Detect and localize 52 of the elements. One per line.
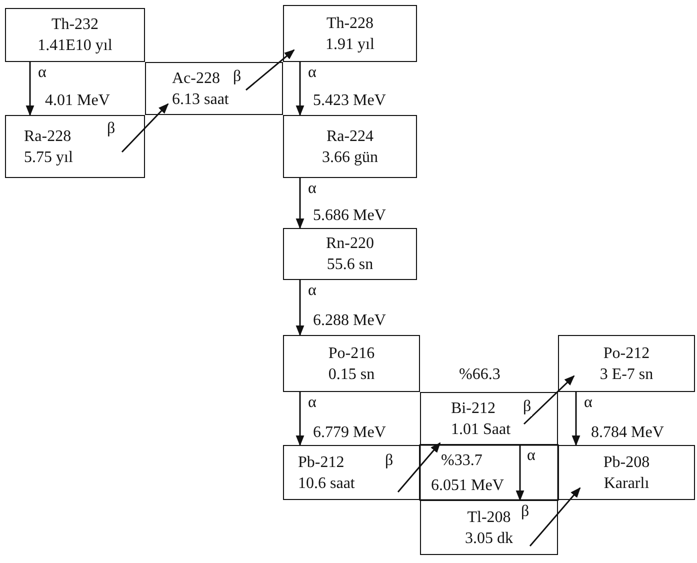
half-life-text: 55.6 sn: [326, 255, 374, 275]
half-life-text: 6.13 saat: [172, 90, 229, 110]
nuclide-name: Po-212: [603, 344, 650, 364]
nuclide-box: [283, 5, 417, 62]
nuclide-name: Th-228: [326, 14, 374, 34]
half-life-text: 0.15 sn: [328, 364, 375, 384]
half-life-text: 3 E-7 sn: [600, 364, 654, 384]
nuclide-box: [420, 500, 558, 555]
decay-arrow: [572, 392, 580, 446]
decay-arrow: [296, 62, 304, 116]
decay-arrow: [296, 280, 304, 336]
nuclide-box: [145, 62, 283, 115]
nuclide-name: Tl-208: [467, 508, 511, 528]
nuclide-box: [558, 335, 695, 392]
nuclide-name: Po-216: [328, 344, 375, 364]
nuclide-box: [283, 228, 417, 280]
nuclide-box: [283, 335, 420, 392]
edge-label: β: [232, 68, 242, 86]
nuclide-name: Pb-208: [603, 452, 650, 472]
nuclide-name: Rn-220: [326, 234, 374, 254]
beta-decay-arrow: [121, 103, 169, 153]
nuclide-box: [420, 392, 558, 445]
nuclide-box: [283, 445, 420, 500]
nuclide-name: Ra-224: [326, 126, 374, 146]
decay-arrow: [296, 392, 304, 446]
beta-decay-arrow: [529, 487, 581, 546]
nuclide-box: [558, 445, 695, 500]
half-life-text: 1.01 Saat: [451, 420, 511, 440]
nuclide-box: [283, 115, 417, 178]
nuclide-box: [5, 8, 145, 62]
edge-label: β: [522, 398, 532, 416]
nuclide-name: Th-232: [51, 15, 99, 35]
half-life-text: 5.75 yıl: [24, 148, 73, 168]
decay-arrow: [26, 62, 34, 116]
half-life-text: Kararlı: [604, 474, 650, 494]
beta-decay-arrow: [397, 442, 441, 492]
half-life-text: 1.91 yıl: [326, 34, 374, 54]
half-life-text: 3.66 gün: [322, 148, 378, 168]
half-life-text: 3.05 dk: [465, 528, 513, 548]
decay-arrow: [296, 178, 304, 230]
edge-label: β: [106, 120, 116, 138]
edge-label: β: [520, 503, 530, 521]
nuclide-name: Ra-228: [24, 126, 72, 146]
beta-decay-arrow: [523, 375, 575, 425]
edge-label: β: [384, 452, 394, 470]
nuclide-name: Bi-212: [451, 398, 496, 418]
decay-arrow: [516, 445, 524, 502]
half-life-text: 10.6 saat: [298, 474, 355, 494]
nuclide-name: Pb-212: [298, 452, 344, 472]
half-life-text: 1.41E10 yıl: [38, 36, 112, 56]
nuclide-name: Ac-228: [172, 68, 220, 88]
nuclide-box: [5, 115, 145, 178]
